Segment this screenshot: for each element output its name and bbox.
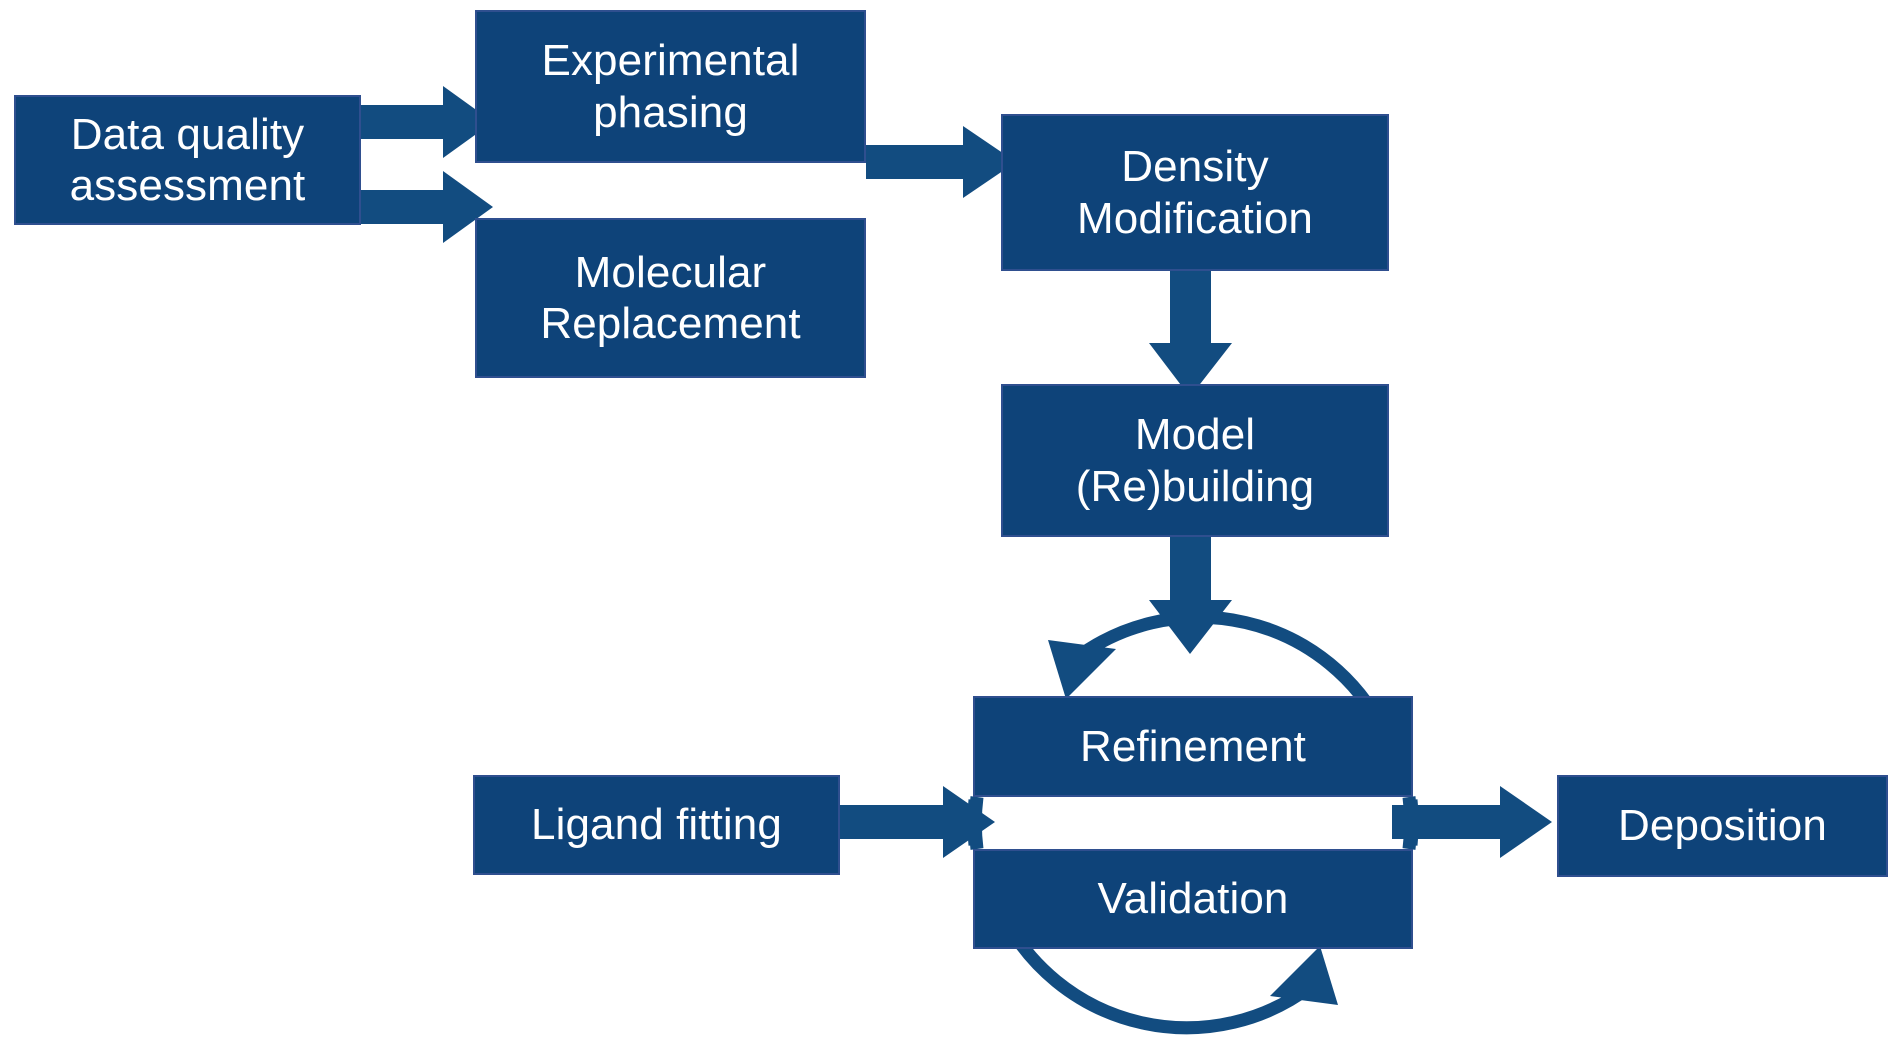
cycle-arrowhead-top <box>1048 640 1116 699</box>
refinement-validation-cycle <box>967 610 1419 1035</box>
node-label: Experimental phasing <box>541 36 800 137</box>
node-label: Density Modification <box>1077 142 1313 243</box>
node-label: Model (Re)building <box>1075 410 1315 511</box>
arrow-data-quality-to-molecular <box>361 171 493 243</box>
node-model-rebuilding[interactable]: Model (Re)building <box>1001 384 1389 537</box>
cycle-arc-bottom <box>997 912 1315 1035</box>
cycle-arc-top <box>1071 610 1389 733</box>
arrow-validation-to-deposition <box>1392 786 1552 858</box>
node-validation[interactable]: Validation <box>973 849 1413 949</box>
cycle-arc-left <box>967 799 982 846</box>
node-refinement[interactable]: Refinement <box>973 696 1413 797</box>
node-data-quality-assessment[interactable]: Data quality assessment <box>14 95 361 225</box>
node-density-modification[interactable]: Density Modification <box>1001 114 1389 271</box>
cycle-arrowhead-bottom <box>1270 946 1338 1005</box>
node-ligand-fitting[interactable]: Ligand fitting <box>473 775 840 875</box>
cycle-arc-right <box>1404 799 1419 846</box>
arrow-ligand-to-refinement <box>840 786 995 858</box>
arrow-data-quality-to-experimental <box>361 86 493 158</box>
arrow-phasing-to-density <box>866 126 1016 198</box>
node-label: Ligand fitting <box>531 800 782 850</box>
node-label: Deposition <box>1618 801 1827 851</box>
node-label: Data quality assessment <box>69 109 306 210</box>
node-experimental-phasing[interactable]: Experimental phasing <box>475 10 866 163</box>
arrow-model-to-refinement <box>1149 537 1232 654</box>
node-label: Validation <box>1097 874 1289 924</box>
arrow-density-to-model <box>1149 271 1232 397</box>
node-molecular-replacement[interactable]: Molecular Replacement <box>475 218 866 378</box>
node-deposition[interactable]: Deposition <box>1557 775 1888 877</box>
node-label: Refinement <box>1079 721 1306 771</box>
node-label: Molecular Replacement <box>540 247 801 348</box>
